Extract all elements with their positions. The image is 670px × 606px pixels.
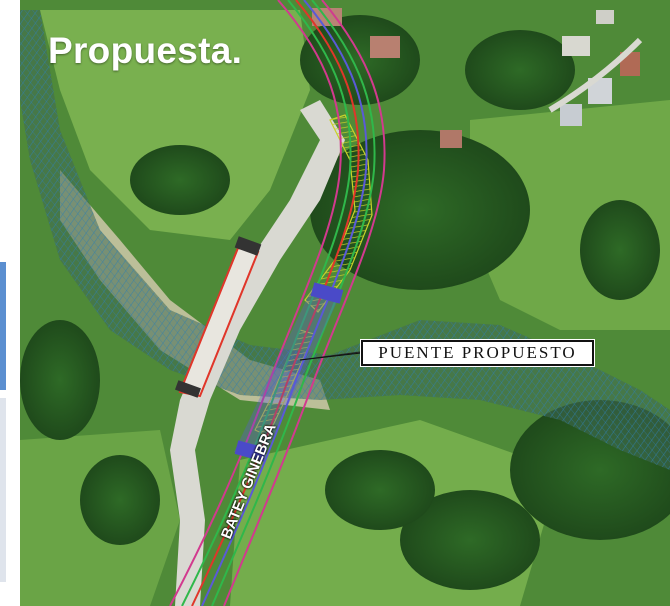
proposed-alignment [169, 0, 386, 606]
grass-field-top-left [40, 10, 310, 240]
existing-road [170, 100, 345, 606]
proposed-bridge [234, 282, 361, 462]
side-strip-blue [0, 262, 6, 390]
proposed-bridge-label: PUENTE PROPUESTO [360, 339, 595, 367]
slope-hatch [304, 114, 373, 313]
label-leader [299, 352, 362, 361]
page-title: Propuesta. [48, 30, 243, 71]
houses [312, 8, 643, 148]
existing-bridge [175, 236, 262, 398]
side-strip-gray [0, 398, 6, 582]
